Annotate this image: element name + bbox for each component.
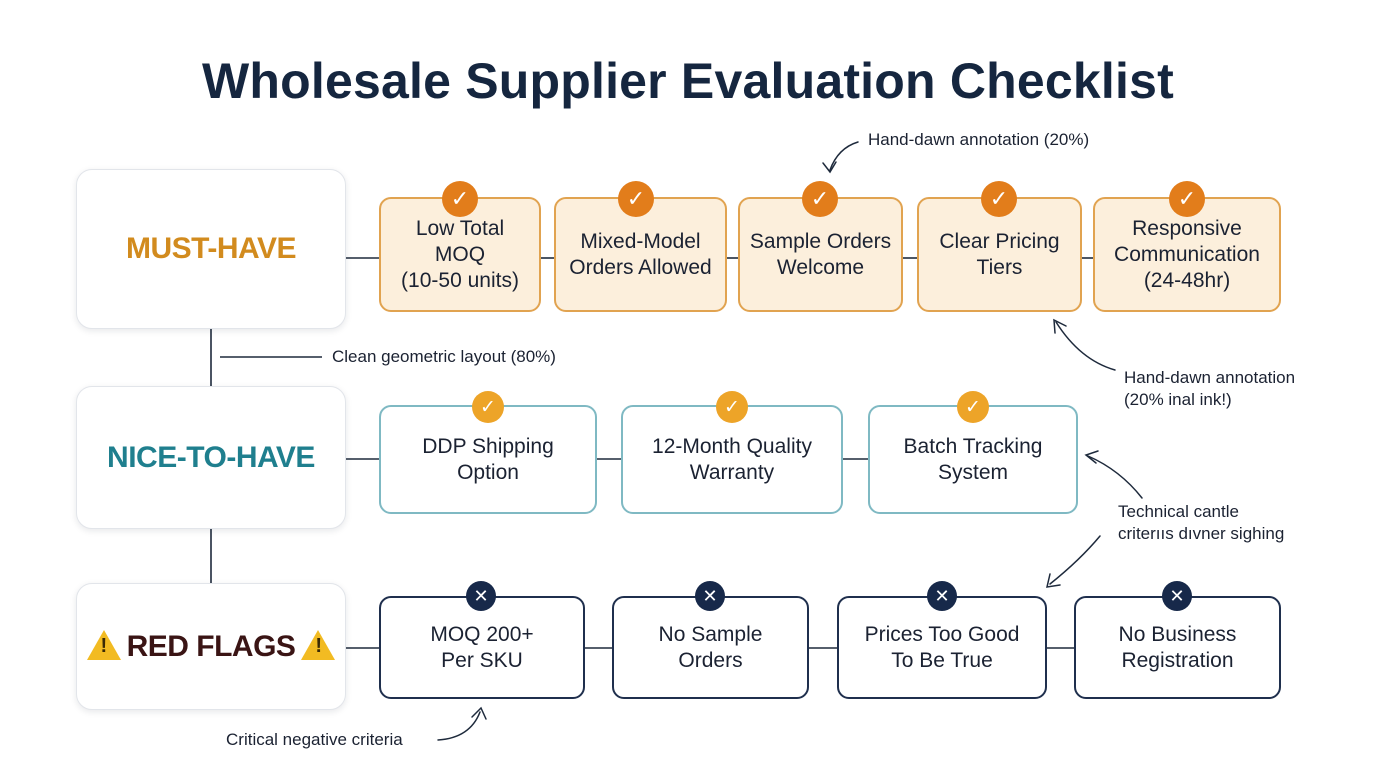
cross-icon: ✕ — [695, 581, 725, 611]
annotation-bottom: Critical negative criteria — [226, 730, 403, 749]
check-icon: ✓ — [957, 391, 989, 423]
category-nice-to-have: NICE-TO-HAVE — [76, 386, 346, 529]
cross-icon: ✕ — [1162, 581, 1192, 611]
cross-icon: ✕ — [927, 581, 957, 611]
check-icon: ✓ — [981, 181, 1017, 217]
check-icon: ✓ — [472, 391, 504, 423]
warning-icon: ! — [86, 629, 121, 660]
red-flag-item: No Business Registration — [1074, 596, 1281, 699]
cross-icon: ✕ — [466, 581, 496, 611]
red-flag-item: No Sample Orders — [612, 596, 809, 699]
page-title: Wholesale Supplier Evaluation Checklist — [202, 53, 1174, 109]
check-icon: ✓ — [1169, 181, 1205, 217]
check-icon: ✓ — [618, 181, 654, 217]
nice-to-have-item: Batch Tracking System — [868, 405, 1078, 514]
annotation-layout: Clean geometric layout (80%) — [332, 347, 556, 366]
check-icon: ✓ — [802, 181, 838, 217]
check-icon: ✓ — [716, 391, 748, 423]
annotation-right-2: Technical cantle criterııs dıvner sighin… — [1118, 502, 1285, 543]
category-red-flags-label: RED FLAGS — [126, 629, 296, 663]
warning-icon: ! — [301, 629, 336, 660]
annotation-top: Hand-dawn annotation (20%) — [868, 130, 1090, 149]
check-icon: ✓ — [442, 181, 478, 217]
category-red-flags: ! RED FLAGS ! — [76, 583, 346, 710]
nice-to-have-item: DDP Shipping Option — [379, 405, 597, 514]
red-flag-item: Prices Too Good To Be True — [837, 596, 1047, 699]
category-must-have: MUST-HAVE — [76, 169, 346, 329]
red-flag-item: MOQ 200+ Per SKU — [379, 596, 585, 699]
annotation-right-1: Hand-dawn annotation (20% inal ink!) — [1124, 368, 1296, 409]
